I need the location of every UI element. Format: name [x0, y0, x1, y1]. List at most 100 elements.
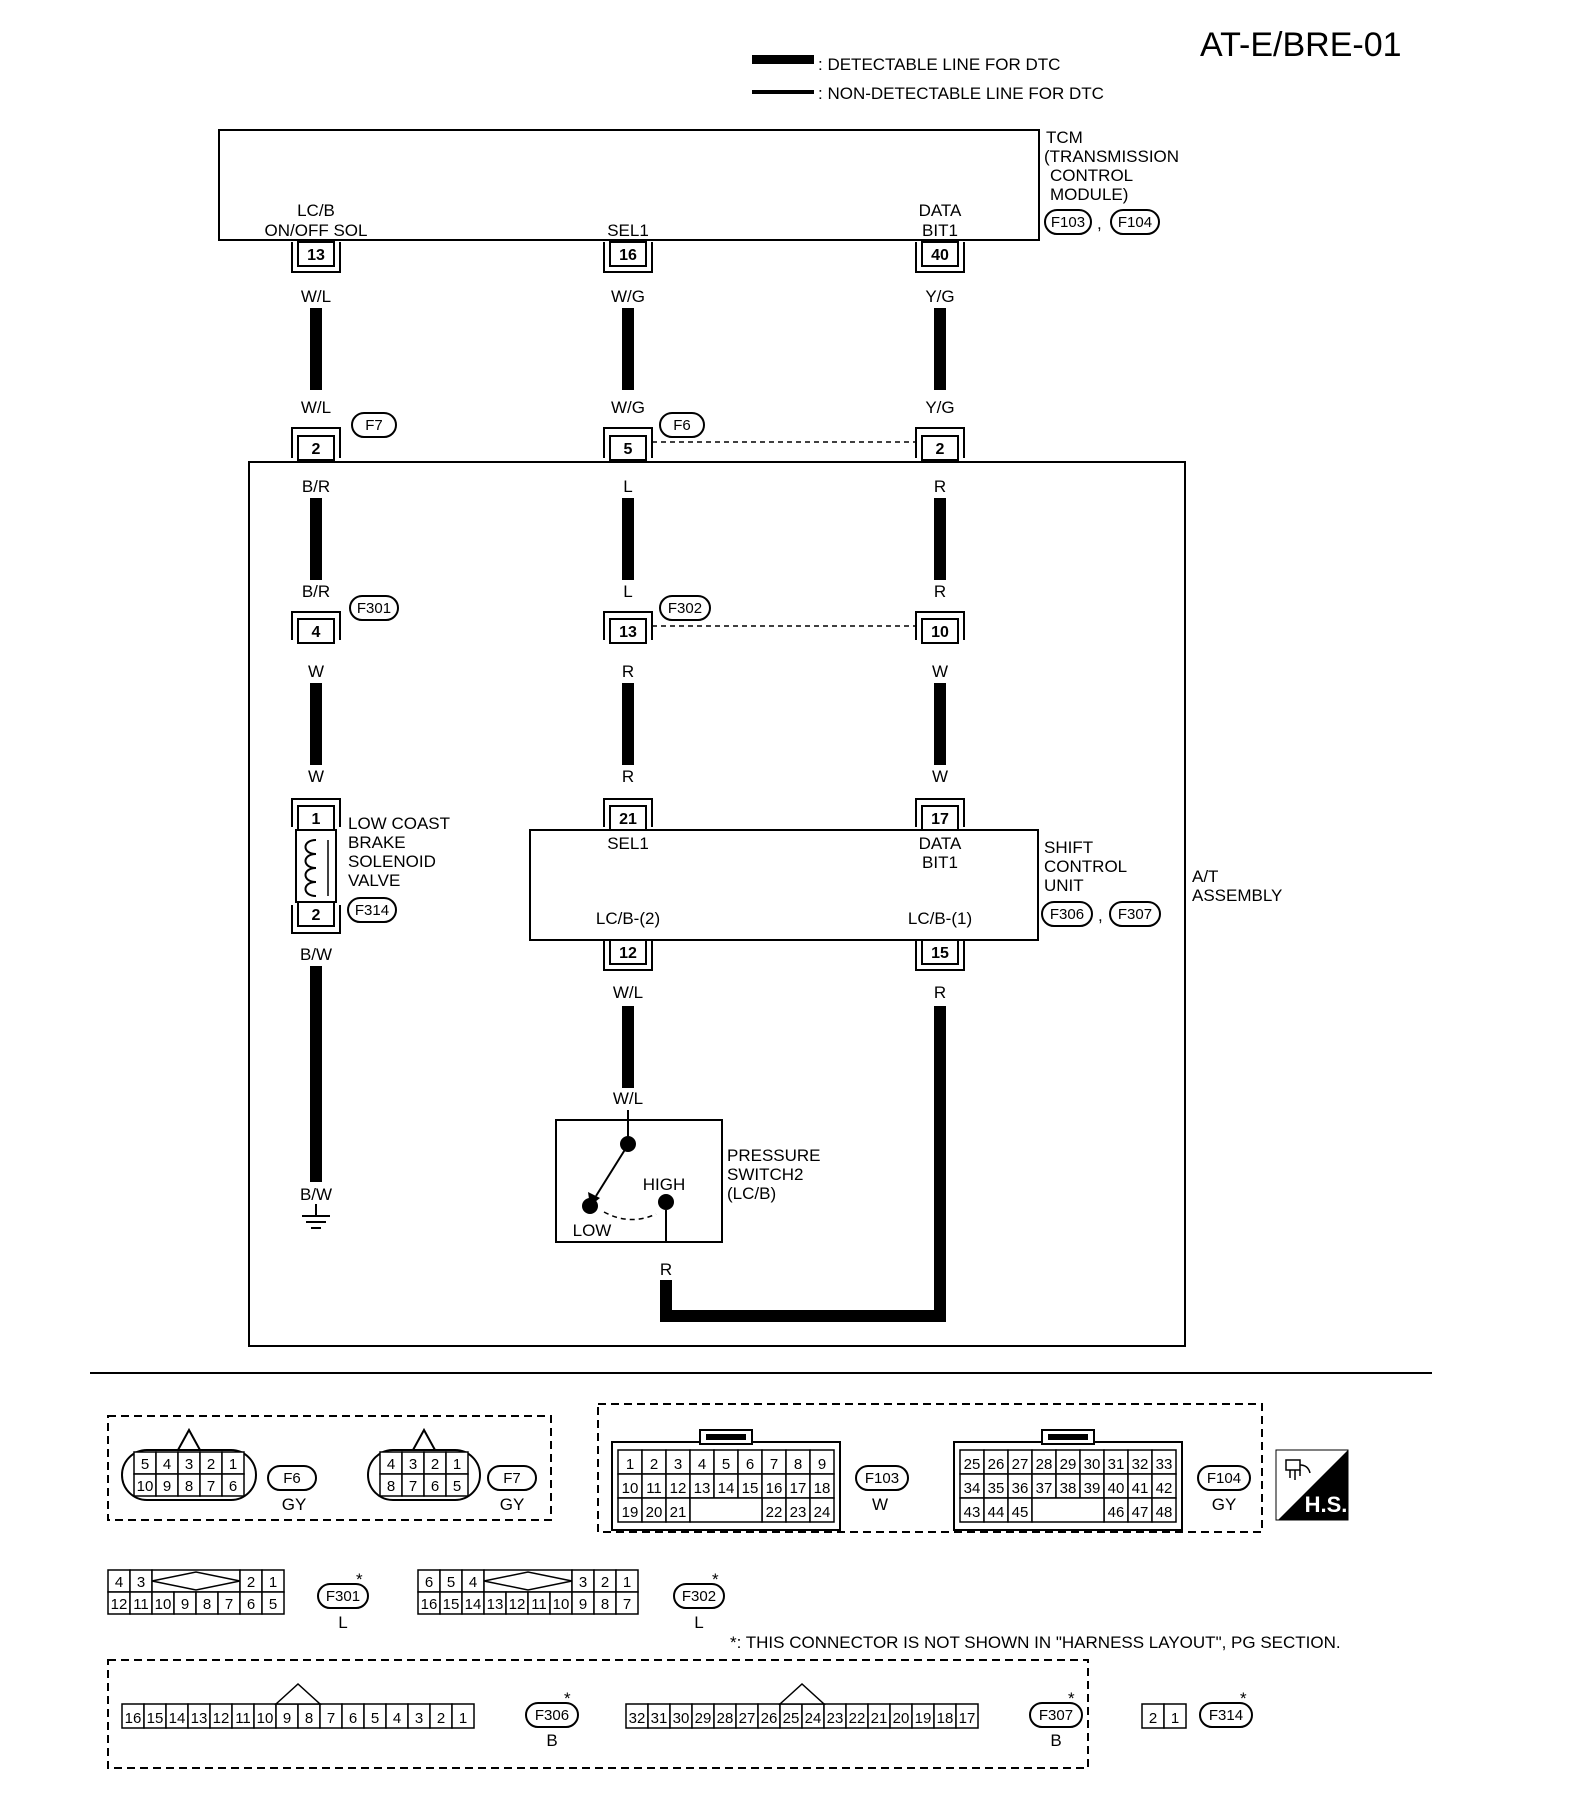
- f104-pin-39: 39: [1079, 1473, 1105, 1499]
- svg-text:F306: F306: [1050, 906, 1084, 923]
- f7-pin-6: 6: [423, 1473, 447, 1497]
- svg-text:44: 44: [988, 1504, 1005, 1521]
- svg-text:14: 14: [169, 1710, 186, 1727]
- svg-text:15: 15: [931, 945, 949, 962]
- wire-label-w-solenoid: W: [308, 767, 324, 786]
- f6-pin-10: 10: [133, 1473, 157, 1497]
- wire-sel1-f6-f302: [622, 498, 634, 580]
- svg-text:10: 10: [137, 1478, 154, 1495]
- svg-text:F104: F104: [1118, 214, 1152, 231]
- f103-view-color: W: [872, 1495, 888, 1514]
- f6-pin-9: 9: [155, 1473, 179, 1497]
- f307-pin-23: 23: [823, 1703, 847, 1729]
- wire-sel1-f302-shift: [622, 683, 634, 765]
- tcm-label-line2: (TRANSMISSION: [1044, 147, 1179, 166]
- f302-pin-15: 15: [439, 1591, 463, 1615]
- f302-pin-9: 9: [571, 1591, 595, 1615]
- f306-pin-15: 15: [143, 1703, 167, 1729]
- svg-text:10: 10: [257, 1710, 274, 1727]
- f103-pin-21: 21: [665, 1497, 691, 1523]
- f307-pin-18: 18: [933, 1703, 957, 1729]
- wire-lcb1-switch-riser: [660, 1280, 672, 1322]
- wire-label-yg-tcm: Y/G: [925, 287, 954, 306]
- f302-pin-7: 7: [615, 1591, 639, 1615]
- f104-pin-30: 30: [1079, 1449, 1105, 1475]
- svg-text:34: 34: [964, 1480, 981, 1497]
- svg-text:F301: F301: [326, 1588, 360, 1605]
- svg-text:12: 12: [619, 945, 637, 962]
- f104-pin-46: 46: [1103, 1497, 1129, 1523]
- f103-pin-19: 19: [617, 1497, 643, 1523]
- f104-view-tag: F104: [1197, 1465, 1251, 1491]
- svg-text:9: 9: [579, 1596, 587, 1613]
- svg-text:F103: F103: [865, 1470, 899, 1487]
- svg-text:28: 28: [717, 1710, 734, 1727]
- svg-text:5: 5: [447, 1574, 455, 1591]
- f7-pin-5: 5: [445, 1473, 469, 1497]
- wire-label-r-f6: R: [934, 477, 946, 496]
- svg-text:29: 29: [695, 1710, 712, 1727]
- f307-pin-21: 21: [867, 1703, 891, 1729]
- f302-star: *: [712, 1570, 719, 1589]
- f104-pin-35: 35: [983, 1473, 1009, 1499]
- svg-text:16: 16: [125, 1710, 142, 1727]
- shift-lcb1-label: LC/B-(1): [908, 909, 972, 928]
- f306-pin-1: 1: [451, 1703, 475, 1729]
- tcm-lcb-label2: ON/OFF SOL: [265, 221, 368, 240]
- svg-text:7: 7: [207, 1478, 215, 1495]
- tcm-connector-f104: F104: [1110, 209, 1160, 235]
- f104-pin-41: 41: [1127, 1473, 1153, 1499]
- f306-pin-14: 14: [165, 1703, 189, 1729]
- f103-pin-14: 14: [713, 1473, 739, 1499]
- svg-text:26: 26: [988, 1456, 1005, 1473]
- svg-text:2: 2: [207, 1456, 215, 1473]
- svg-text:35: 35: [988, 1480, 1005, 1497]
- svg-text:1: 1: [453, 1456, 461, 1473]
- svg-text:4: 4: [312, 624, 321, 641]
- svg-text:2: 2: [936, 441, 945, 458]
- svg-text:15: 15: [742, 1480, 759, 1497]
- svg-text:17: 17: [931, 811, 949, 828]
- switch-high-contact: [658, 1194, 674, 1210]
- solenoid-valve: [291, 798, 341, 934]
- f103-pin-13: 13: [689, 1473, 715, 1499]
- svg-text:8: 8: [794, 1456, 802, 1473]
- group-frame-f306-f307: [107, 1659, 1089, 1769]
- tcm-label-line3: CONTROL: [1050, 166, 1133, 185]
- svg-text:F307: F307: [1039, 1707, 1073, 1724]
- f103-pin-16: 16: [761, 1473, 787, 1499]
- svg-text:22: 22: [766, 1504, 783, 1521]
- f301-pin-7: 7: [217, 1591, 241, 1615]
- f302-view-color: L: [694, 1613, 703, 1632]
- svg-text:31: 31: [1108, 1456, 1125, 1473]
- f302-pin-4: 4: [461, 1569, 485, 1593]
- f306-view-tag: F306: [525, 1702, 579, 1728]
- f307-pin-22: 22: [845, 1703, 869, 1729]
- solenoid-label2: BRAKE: [348, 833, 406, 852]
- svg-text:16: 16: [421, 1596, 438, 1613]
- svg-text:2: 2: [1149, 1710, 1157, 1727]
- svg-text:48: 48: [1156, 1504, 1173, 1521]
- svg-text:43: 43: [964, 1504, 981, 1521]
- svg-text:11: 11: [235, 1710, 251, 1727]
- svg-text:3: 3: [409, 1456, 417, 1473]
- wire-lcb-f7-f301: [310, 498, 322, 580]
- svg-text:13: 13: [307, 247, 325, 264]
- f103-view-tag: F103: [855, 1465, 909, 1491]
- svg-text:7: 7: [409, 1478, 417, 1495]
- f104-pin-36: 36: [1007, 1473, 1033, 1499]
- tcm-pin-13: 13: [291, 241, 341, 273]
- svg-text:12: 12: [213, 1710, 230, 1727]
- svg-text:9: 9: [181, 1596, 189, 1613]
- wire-lcb2-shift-switch: [622, 1006, 634, 1088]
- svg-text:1: 1: [269, 1574, 277, 1591]
- svg-text:1: 1: [229, 1456, 237, 1473]
- svg-text:6: 6: [229, 1478, 237, 1495]
- f6-pin-5: 5: [603, 427, 653, 461]
- svg-text:37: 37: [1036, 1480, 1053, 1497]
- f103-pin-10: 10: [617, 1473, 643, 1499]
- f104-pin-43: 43: [959, 1497, 985, 1523]
- f306-star: *: [564, 1689, 571, 1708]
